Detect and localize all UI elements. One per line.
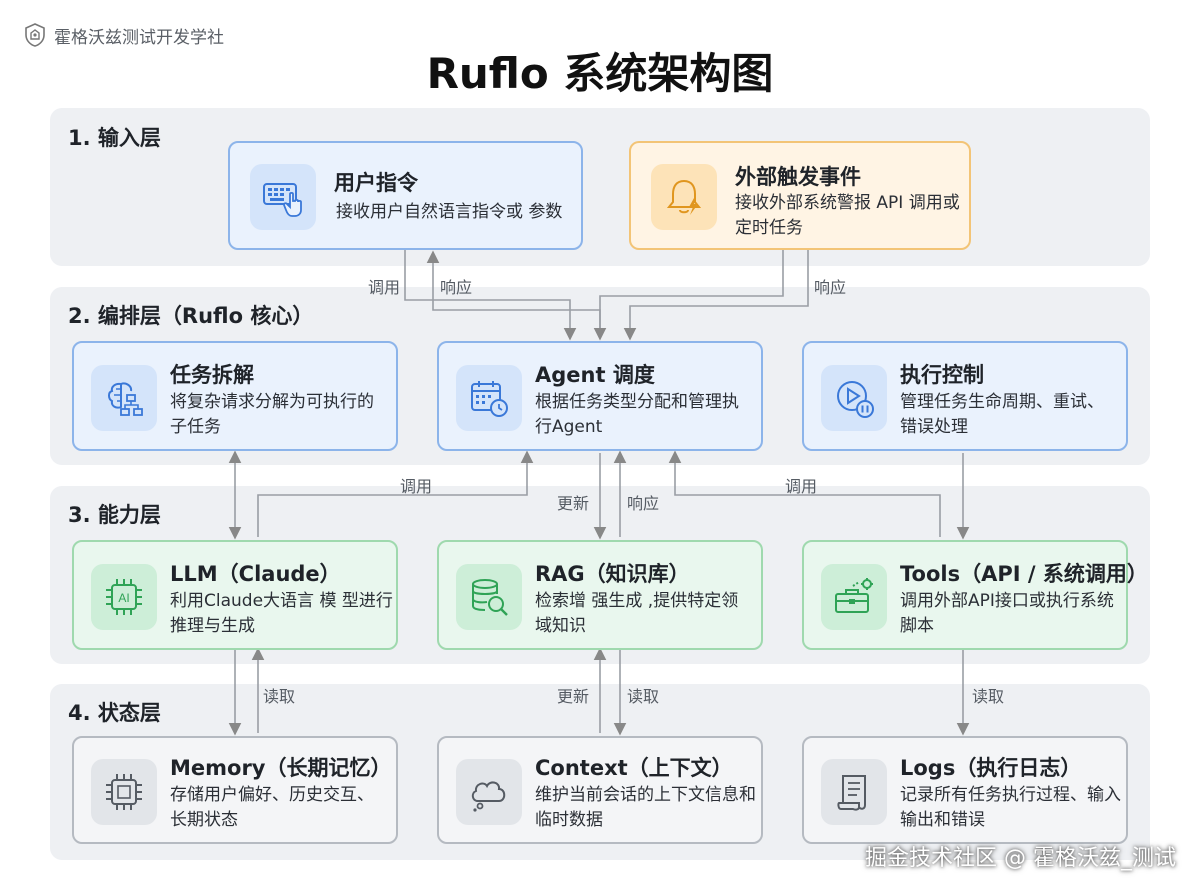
- bell-icon: [651, 164, 717, 230]
- layer-input: [50, 108, 1150, 266]
- card-llm-desc: 利用Claude大语言 模 型进行推理与生成: [170, 591, 393, 636]
- watermark-top: 霍格沃兹测试开发学社: [22, 22, 224, 48]
- card-external-trigger-title: 外部触发事件: [735, 165, 861, 189]
- card-context-desc: 维护当前会话的上下文信息和临时数据: [535, 785, 756, 830]
- card-context-title: Context（上下文）: [535, 756, 733, 780]
- play-pause-icon: [821, 365, 887, 431]
- toolbox-icon: [821, 564, 887, 630]
- card-exec-control: 执行控制 管理任务生命周期、重试、错误处理: [802, 341, 1128, 451]
- card-user-command-desc: 接收用户自然语言指令或 参数: [336, 202, 563, 222]
- card-llm: AI LLM（Claude） 利用Claude大语言 模 型进行推理与生成: [72, 540, 398, 650]
- card-logs-title: Logs（执行日志）: [900, 756, 1082, 780]
- card-task-decompose: 任务拆解 将复杂请求分解为可执行的子任务: [72, 341, 398, 451]
- card-task-decompose-desc: 将复杂请求分解为可执行的子任务: [170, 392, 374, 437]
- edge-label-read-3: 读取: [972, 687, 1005, 706]
- edge-label-update-1: 更新: [557, 494, 590, 513]
- card-agent-dispatch-title: Agent 调度: [535, 363, 655, 387]
- card-logs: Logs（执行日志） 记录所有任务执行过程、输入输出和错误: [802, 736, 1128, 844]
- card-memory-title: Memory（长期记忆）: [170, 756, 392, 780]
- layer-title-capability: 3. 能力层: [68, 503, 161, 527]
- edge-label-read-1: 读取: [263, 687, 296, 706]
- watermark-bottom: 掘金技术社区 @ 霍格沃兹_测试: [865, 846, 1176, 871]
- card-memory: Memory（长期记忆） 存储用户偏好、历史交互、长期状态: [72, 736, 398, 844]
- card-external-trigger-desc: 接收外部系统警报 API 调用或定时任务: [735, 193, 960, 238]
- layer-title-state: 4. 状态层: [68, 701, 161, 725]
- edge-label-respond-3: 响应: [627, 494, 660, 513]
- card-agent-dispatch: Agent 调度 根据任务类型分配和管理执行Agent: [437, 341, 763, 451]
- card-user-command: 用户指令 接收用户自然语言指令或 参数: [228, 141, 583, 250]
- edge-label-call-2: 调用: [400, 477, 433, 496]
- calendar-icon: [456, 365, 522, 431]
- card-exec-control-desc: 管理任务生命周期、重试、错误处理: [900, 392, 1104, 437]
- card-tools-desc: 调用外部API接口或执行系统脚本: [900, 591, 1114, 636]
- edge-label-call-1: 调用: [368, 278, 401, 297]
- edge-label-call-3: 调用: [785, 477, 818, 496]
- edge-label-update-2: 更新: [557, 687, 590, 706]
- shield-logo-icon: [25, 23, 45, 47]
- layer-title-input: 1. 输入层: [68, 126, 161, 150]
- card-logs-desc: 记录所有任务执行过程、输入输出和错误: [900, 785, 1121, 830]
- ai-chip-icon: AI: [91, 564, 157, 630]
- brain-icon: [91, 365, 157, 431]
- edge-label-respond-2: 响应: [814, 278, 847, 297]
- watermark-top-text: 霍格沃兹测试开发学社: [54, 27, 224, 48]
- card-exec-control-title: 执行控制: [900, 363, 984, 387]
- card-tools-title: Tools（API / 系统调用）: [900, 562, 1148, 586]
- page-title: Ruflo 系统架构图: [426, 49, 774, 98]
- card-tools: Tools（API / 系统调用） 调用外部API接口或执行系统脚本: [802, 540, 1148, 650]
- database-search-icon: [456, 564, 522, 630]
- card-memory-desc: 存储用户偏好、历史交互、长期状态: [170, 785, 374, 830]
- card-rag-desc: 检索增 强生成 ,提供特定领域知识: [535, 591, 739, 636]
- scroll-icon: [821, 759, 887, 825]
- card-llm-title: LLM（Claude）: [170, 562, 341, 586]
- card-task-decompose-title: 任务拆解: [170, 363, 254, 387]
- card-context: Context（上下文） 维护当前会话的上下文信息和临时数据: [437, 736, 763, 844]
- card-agent-dispatch-desc: 根据任务类型分配和管理执行Agent: [535, 392, 739, 437]
- layer-title-orchestration: 2. 编排层（Ruflo 核心）: [68, 304, 314, 328]
- card-rag: RAG（知识库） 检索增 强生成 ,提供特定领域知识: [437, 540, 763, 650]
- card-external-trigger: 外部触发事件 接收外部系统警报 API 调用或定时任务: [629, 141, 971, 250]
- cloud-icon: [456, 759, 522, 825]
- edge-label-read-2: 读取: [627, 687, 660, 706]
- keyboard-icon: [250, 164, 316, 230]
- card-user-command-title: 用户指令: [334, 171, 418, 195]
- chip-icon: [91, 759, 157, 825]
- card-rag-title: RAG（知识库）: [535, 562, 690, 586]
- edge-label-respond-1: 响应: [440, 278, 473, 297]
- ai-chip-icon-text: AI: [118, 591, 129, 605]
